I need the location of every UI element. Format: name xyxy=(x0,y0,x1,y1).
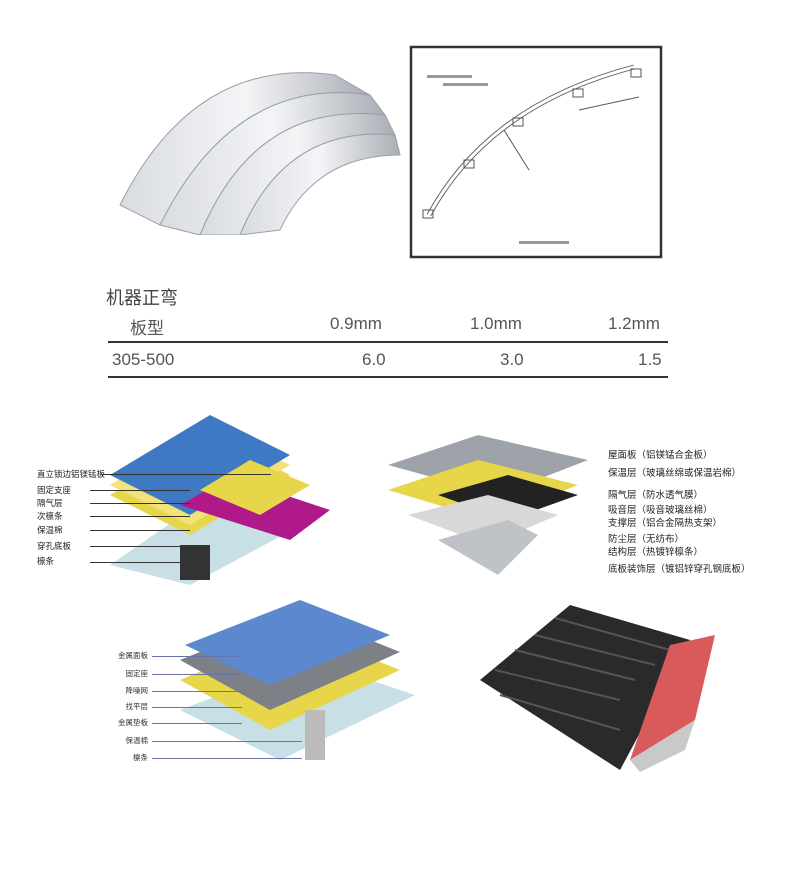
table-title: 机器正弯 xyxy=(106,288,178,309)
bending-radius-drawing xyxy=(409,45,663,259)
leader-line xyxy=(90,503,190,504)
table-divider xyxy=(108,341,668,343)
cell-0-9mm: 6.0 xyxy=(362,350,386,369)
leader-line xyxy=(152,656,242,657)
header-1-2mm: 1.2mm xyxy=(608,314,660,333)
leader-line xyxy=(90,562,190,563)
d2-label-7: 底板装饰层（镀铝锌穿孔钢底板） xyxy=(608,564,751,575)
d1-label-5: 穿孔底板 xyxy=(37,542,72,552)
leader-line xyxy=(152,707,242,708)
d2-label-2: 隔气层（防水透气膜） xyxy=(608,490,704,501)
d2-label-1: 保温层（玻璃丝绵或保温岩棉） xyxy=(608,468,742,479)
d2-label-5: 防尘层（无纺布） xyxy=(608,534,685,545)
d3-label-4: 金属垫板 xyxy=(118,718,148,727)
d1-label-0: 直立锁边铝镁锰板 xyxy=(37,470,106,480)
leader-line xyxy=(152,758,302,759)
leader-line xyxy=(152,691,242,692)
leader-line xyxy=(101,474,271,475)
d3-label-1: 固定座 xyxy=(125,669,149,678)
roof-tile-image xyxy=(480,605,715,772)
leader-line xyxy=(152,674,242,675)
standing-seam-roof-diagram xyxy=(110,415,330,585)
header-0-9mm: 0.9mm xyxy=(330,314,382,333)
d3-label-2: 降噪网 xyxy=(125,686,149,695)
leader-line xyxy=(90,516,190,517)
header-panel-type: 板型 xyxy=(130,319,164,338)
d2-label-6: 结构层（热镀锌檩条） xyxy=(608,547,704,558)
cell-panel-type: 305-500 xyxy=(112,350,175,369)
leader-line xyxy=(90,530,190,531)
header-1-0mm: 1.0mm xyxy=(470,314,522,333)
leader-line xyxy=(90,490,190,491)
cell-1-0mm: 3.0 xyxy=(500,350,524,369)
d1-label-6: 檩条 xyxy=(37,557,55,567)
d1-label-4: 保温棉 xyxy=(37,526,63,536)
cell-1-2mm: 1.5 xyxy=(638,350,662,369)
metal-roof-diagram xyxy=(180,600,415,760)
d2-label-4: 支撑层（铝合金隔热支架） xyxy=(608,518,723,529)
table-bottom-line xyxy=(108,376,668,378)
d3-label-3: 找平层 xyxy=(125,702,149,711)
leader-line xyxy=(152,741,302,742)
leader-line xyxy=(90,546,190,547)
d2-label-3: 吸音层（吸音玻璃丝棉） xyxy=(608,505,713,516)
d3-label-6: 檩条 xyxy=(133,753,148,762)
layered-roof-diagram xyxy=(388,435,588,575)
d1-label-1: 固定支座 xyxy=(37,486,72,496)
curved-panels-image xyxy=(119,72,401,235)
d3-label-0: 金属面板 xyxy=(118,651,148,660)
leader-line xyxy=(152,723,242,724)
d1-label-3: 次檩条 xyxy=(37,512,63,522)
d2-label-0: 屋面板（铝镁锰合金板） xyxy=(608,450,713,461)
d3-label-5: 保温棉 xyxy=(125,736,149,745)
d1-label-2: 隔气层 xyxy=(37,499,63,509)
